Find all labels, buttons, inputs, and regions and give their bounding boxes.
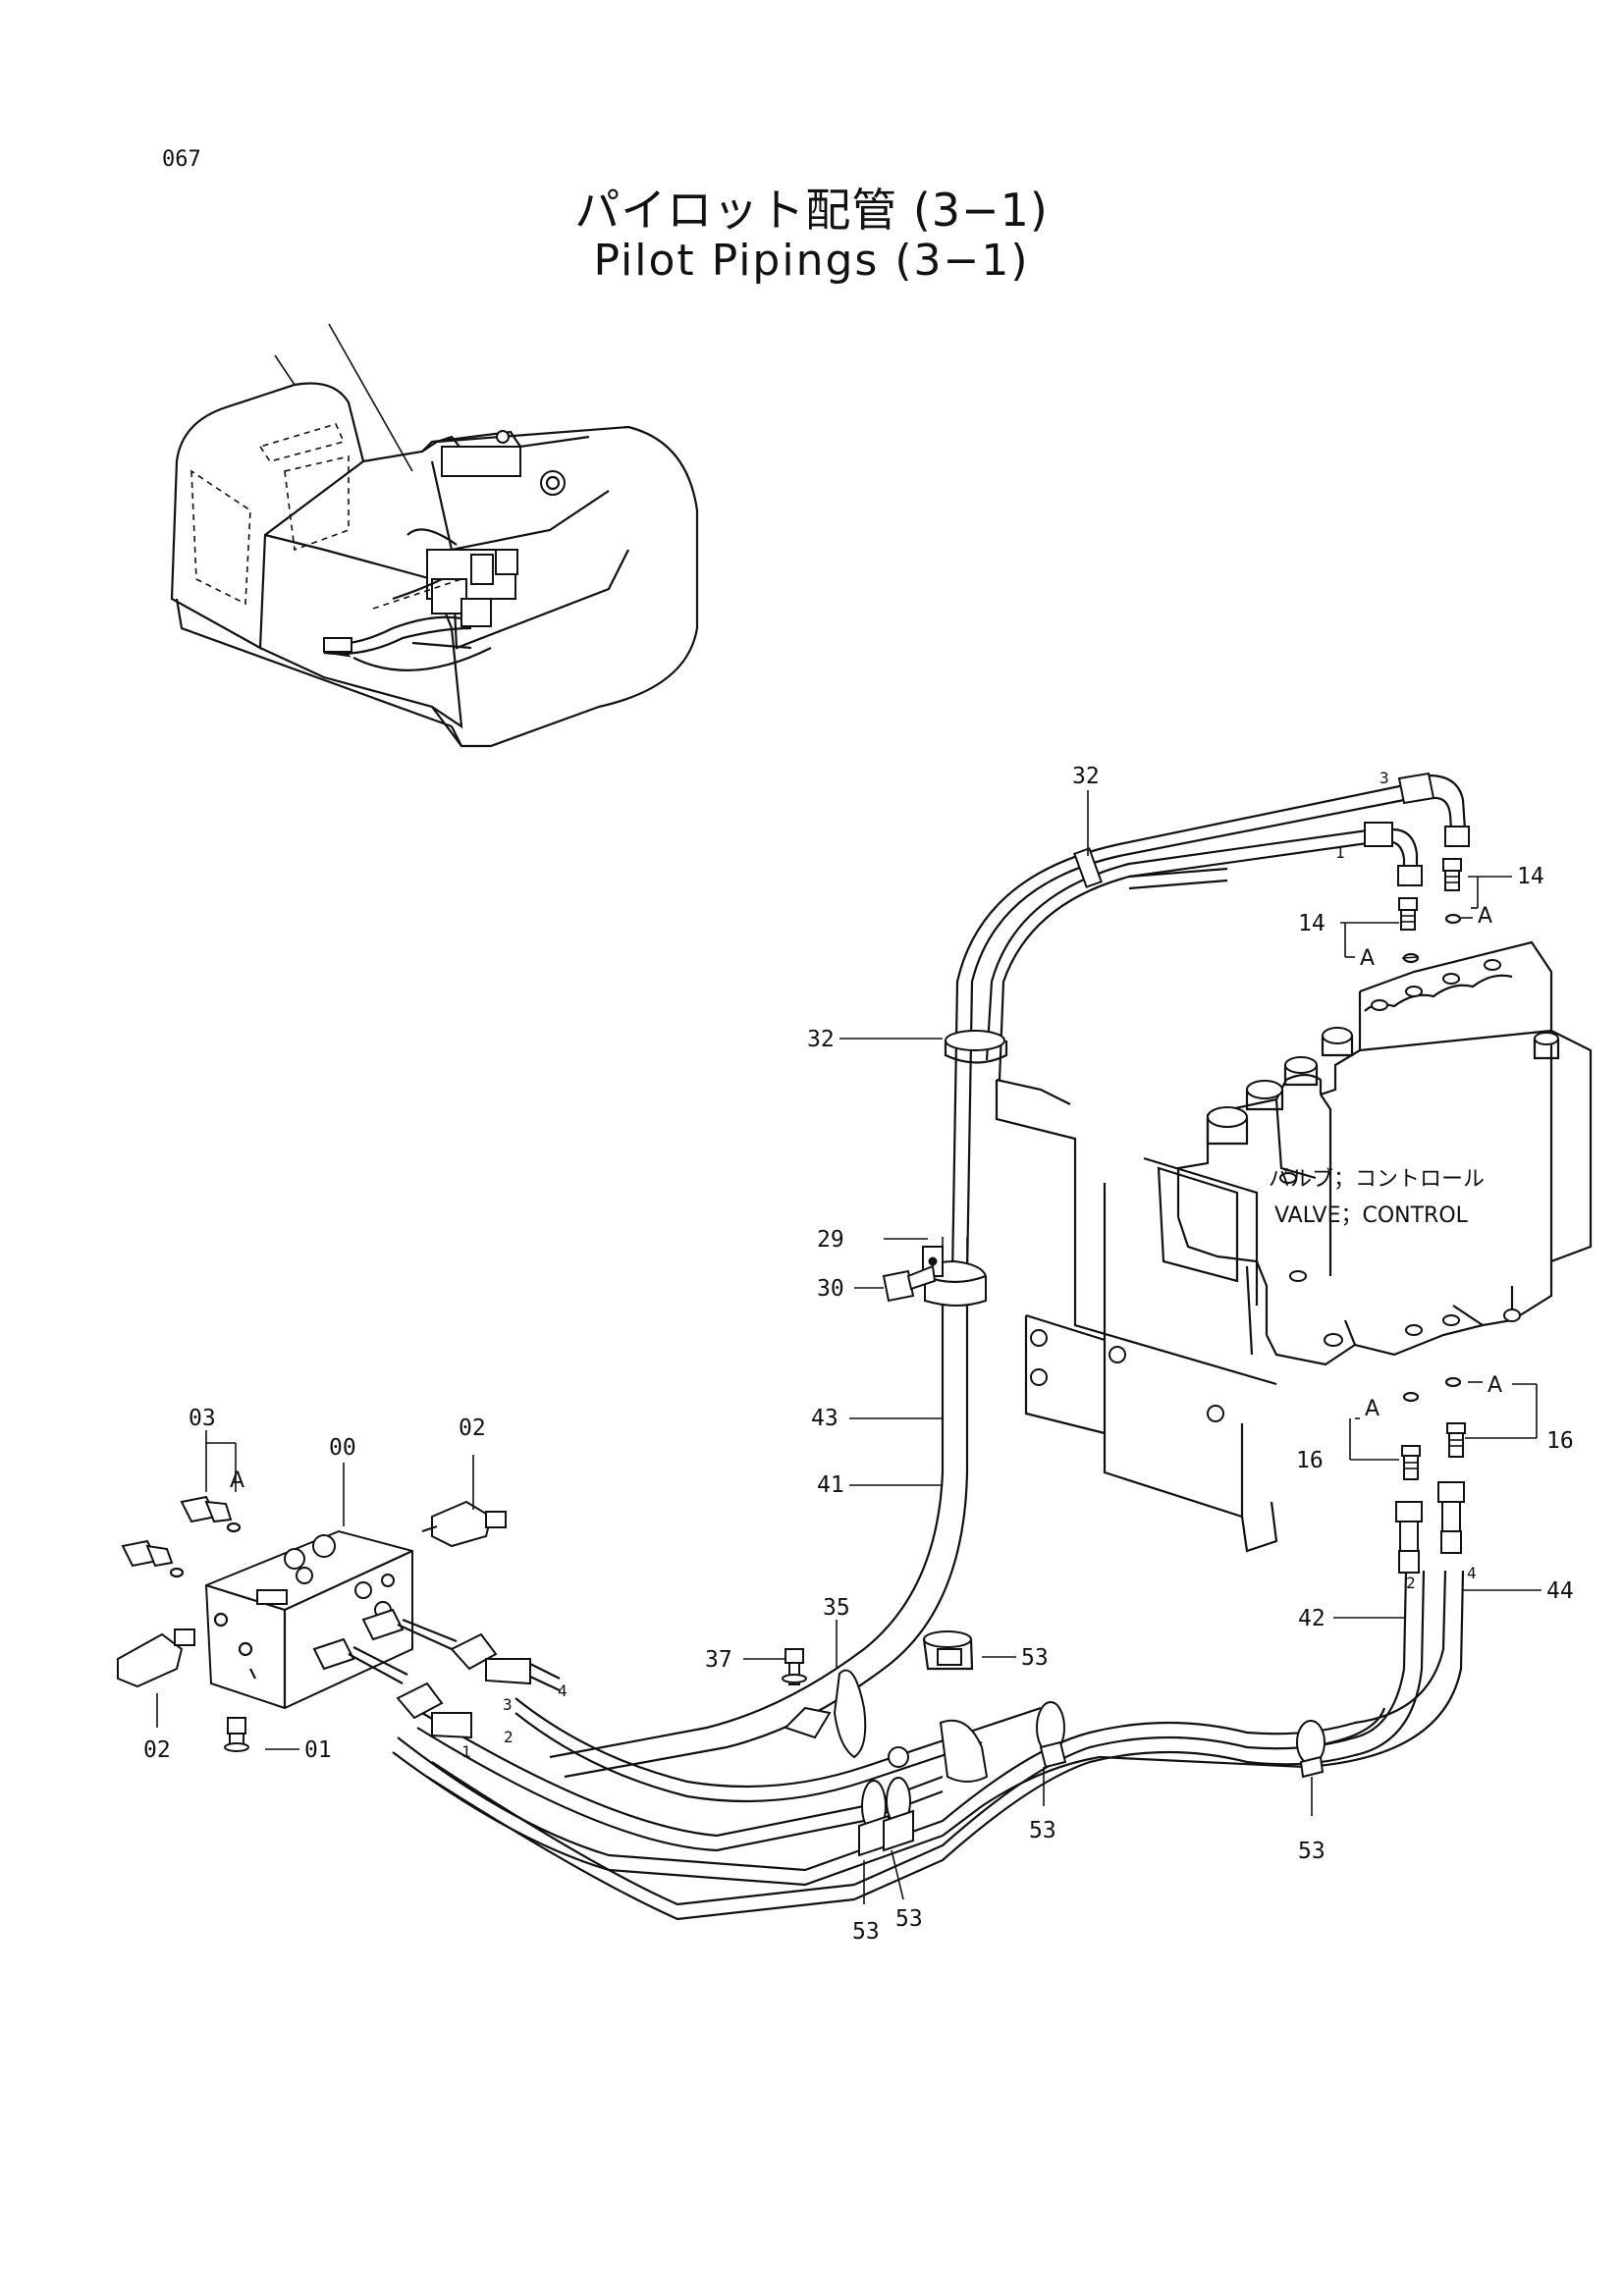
callout-53-c: 53 xyxy=(1298,1839,1325,1864)
page-number: 067 xyxy=(162,147,201,172)
pilot-hose-vertical xyxy=(549,1237,987,1779)
callout-32-mid: 32 xyxy=(807,1027,835,1052)
port-mark-3-left: 3 xyxy=(503,1695,513,1714)
port-mark-2-left: 2 xyxy=(504,1728,514,1746)
callout-00: 00 xyxy=(329,1435,356,1461)
title-japanese: パイロット配管 (3−1) xyxy=(574,184,1049,237)
port-mark-2-bottom: 2 xyxy=(1406,1574,1416,1592)
leader-lines xyxy=(156,790,1542,1904)
pilot-hose-upper xyxy=(944,772,1470,1277)
callout-16-right: 16 xyxy=(1546,1428,1574,1454)
ref-a-left: A xyxy=(230,1468,244,1493)
callout-16-left: 16 xyxy=(1296,1448,1324,1473)
port-marks: 3 1 2 4 4 3 2 1 xyxy=(461,769,1477,1761)
callout-29: 29 xyxy=(817,1227,844,1253)
callout-53-d: 53 xyxy=(895,1906,923,1932)
callout-32-top: 32 xyxy=(1072,764,1100,789)
callout-44: 44 xyxy=(1546,1578,1574,1604)
callout-53-b: 53 xyxy=(1029,1818,1056,1843)
title-english: Pilot Pipings (3−1) xyxy=(593,236,1030,286)
callout-43: 43 xyxy=(811,1406,839,1431)
callout-14-left: 14 xyxy=(1298,911,1325,936)
port-mark-4-left: 4 xyxy=(558,1682,568,1700)
lower-fittings-16 xyxy=(1395,1376,1466,1574)
callout-14-right: 14 xyxy=(1517,864,1544,889)
callout-labels: 32 32 14 14 A A バルブ；コントロール VALVE；CONTROL… xyxy=(143,764,1574,1945)
callout-02-bottom: 02 xyxy=(143,1737,171,1763)
callout-30: 30 xyxy=(817,1276,844,1302)
ref-a-top-left: A xyxy=(1360,946,1375,971)
callout-35: 35 xyxy=(823,1595,850,1621)
callout-53-a: 53 xyxy=(1021,1645,1049,1671)
pilot-block-assembly xyxy=(117,1495,561,1752)
excavator-overview-illustration xyxy=(170,323,699,748)
valve-label-english: VALVE；CONTROL xyxy=(1274,1203,1469,1228)
ref-a-top-right: A xyxy=(1478,904,1492,929)
callout-42: 42 xyxy=(1298,1606,1325,1631)
port-mark-3-top: 3 xyxy=(1380,769,1389,787)
control-valve xyxy=(995,940,1593,1553)
callout-03: 03 xyxy=(189,1406,216,1431)
callout-53-e: 53 xyxy=(852,1919,880,1945)
callout-01: 01 xyxy=(304,1737,332,1763)
callout-37: 37 xyxy=(705,1647,732,1673)
valve-label-japanese: バルブ；コントロール xyxy=(1269,1167,1485,1192)
port-mark-4-bottom: 4 xyxy=(1467,1564,1477,1582)
callout-41: 41 xyxy=(817,1472,844,1498)
port-mark-1-top: 1 xyxy=(1335,843,1345,862)
ref-a-bottom-left: A xyxy=(1365,1397,1380,1421)
ref-a-bottom-right: A xyxy=(1488,1373,1502,1398)
pilot-hose-lower xyxy=(392,1570,1465,1921)
port-mark-1-left: 1 xyxy=(461,1742,471,1761)
callout-02-top: 02 xyxy=(459,1415,486,1441)
